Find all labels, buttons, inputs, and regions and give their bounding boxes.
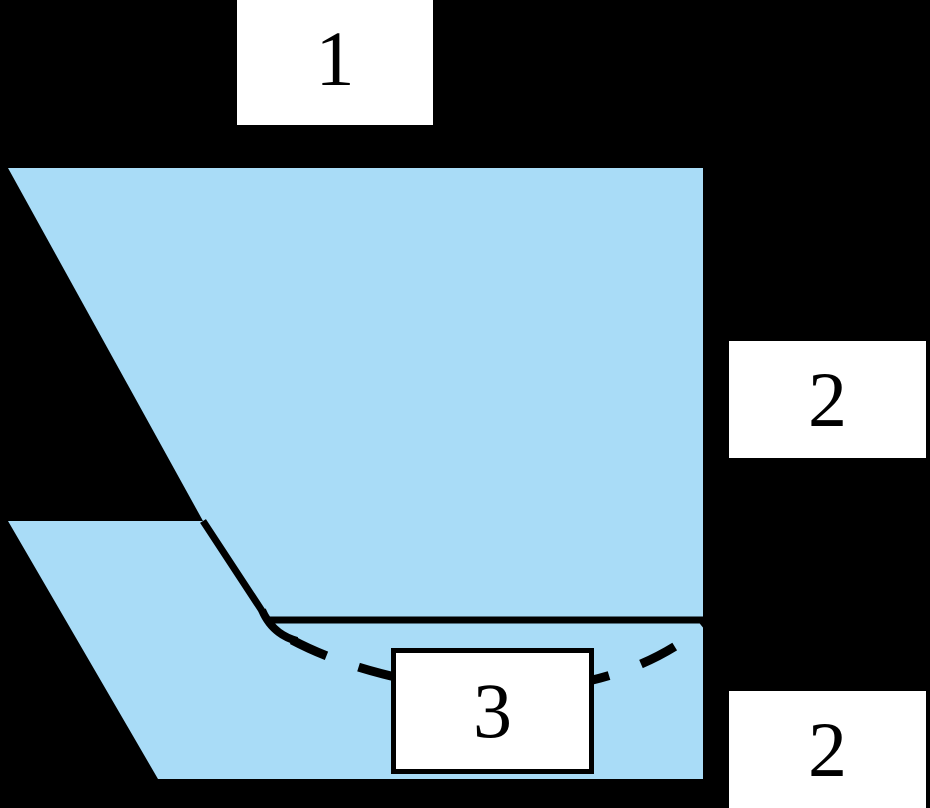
label-box-1[interactable]: 1 bbox=[237, 0, 433, 125]
label-1-text: 1 bbox=[315, 14, 355, 102]
label-2-upper-text: 2 bbox=[808, 355, 847, 443]
label-box-2-lower[interactable]: 2 bbox=[729, 691, 926, 808]
label-3-text: 3 bbox=[473, 667, 512, 754]
label-2-lower-text: 2 bbox=[808, 705, 847, 793]
diagram-canvas: 1 2 2 3 bbox=[8, 0, 926, 808]
label-box-3[interactable]: 3 bbox=[391, 648, 594, 774]
label-box-2-upper[interactable]: 2 bbox=[729, 341, 926, 458]
upper-blue-region bbox=[8, 168, 703, 621]
